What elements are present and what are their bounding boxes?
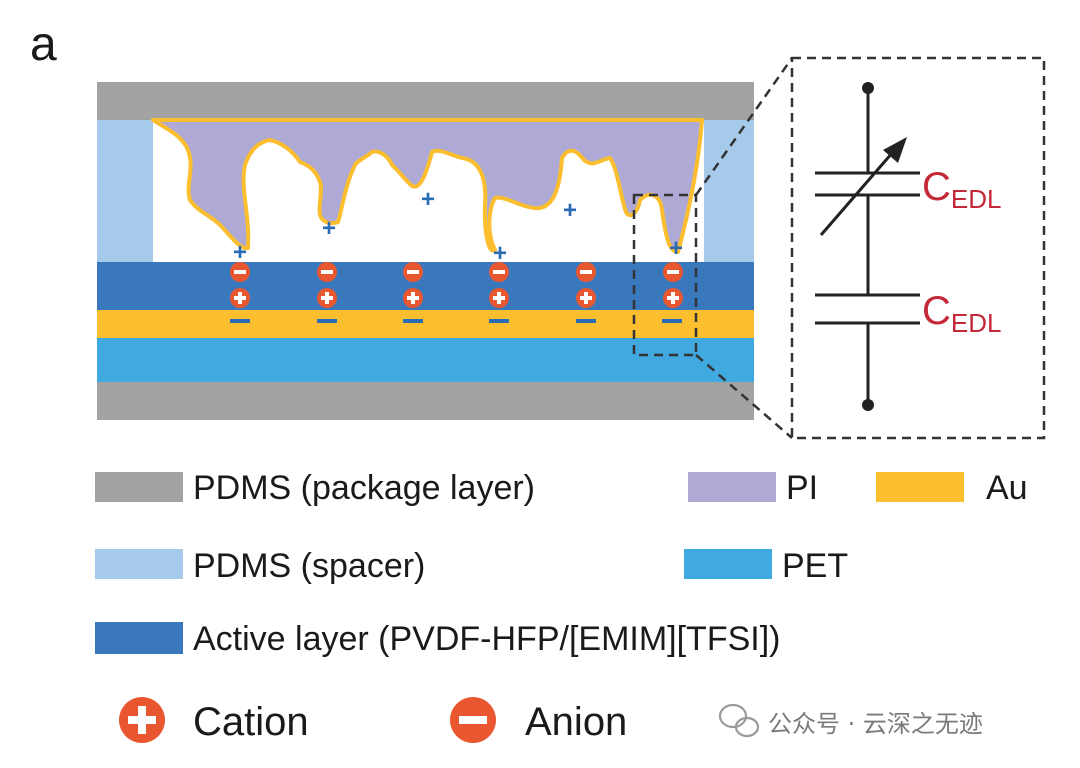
minus-sign (576, 319, 596, 323)
device-cross-section: + + + + + + (97, 82, 754, 420)
svg-text:PET: PET (782, 547, 848, 585)
variable-arrow-icon (883, 137, 907, 163)
plus-sign: + (233, 239, 247, 266)
fixed-capacitor (815, 293, 920, 325)
pdms-package-bottom (97, 382, 754, 420)
swatch (688, 472, 776, 502)
ion-pair (317, 262, 337, 308)
minus-sign (489, 319, 509, 323)
minus-sign (662, 319, 682, 323)
swatch (684, 549, 772, 579)
equivalent-circuit: CEDL CEDL (790, 56, 1046, 440)
pdms-spacer-right (704, 120, 754, 262)
active-layer (97, 262, 754, 310)
plus-sign: + (563, 197, 577, 224)
watermark: 公众号 · 云深之无迹 (718, 703, 983, 738)
legend-item-pdms-spacer: PDMS (spacer) (95, 547, 425, 585)
capacitor-bottom-label: CEDL (922, 289, 1001, 338)
legend-item-active-layer: Active layer (PVDF-HFP/[EMIM][TFSI]) (95, 620, 780, 658)
minus-sign (230, 319, 250, 323)
zoom-selection-box (632, 193, 698, 357)
legend-item-cation: Cation (119, 697, 309, 744)
svg-text:Anion: Anion (525, 700, 627, 744)
legend: PDMS (package layer) PI Au PDMS (spacer)… (95, 469, 1028, 744)
pdms-package-top (97, 82, 754, 120)
swatch (95, 472, 183, 502)
plus-sign: + (322, 215, 336, 242)
minus-sign (317, 319, 337, 323)
wechat-icon (718, 703, 760, 738)
ion-pair (663, 262, 683, 308)
swatch (876, 472, 964, 502)
terminal-bottom (862, 399, 874, 411)
panel-label: a (30, 18, 57, 71)
zoom-connectors (694, 57, 794, 439)
circuit-box (790, 56, 1046, 440)
zoom-line-bottom (695, 354, 793, 439)
svg-text:Cation: Cation (193, 700, 309, 744)
plus-sign: + (421, 186, 435, 213)
legend-item-pdms-package: PDMS (package layer) (95, 469, 535, 507)
swatch (95, 622, 183, 654)
swatch (95, 549, 183, 579)
svg-text:Au: Au (986, 469, 1028, 507)
svg-text:PDMS (spacer): PDMS (spacer) (193, 547, 425, 585)
variable-capacitor (815, 137, 920, 236)
au-bottom-electrode (97, 310, 754, 338)
ion-pair (576, 262, 596, 308)
svg-text:PI: PI (786, 469, 818, 507)
pet-substrate (97, 338, 754, 382)
minus-sign (403, 319, 423, 323)
legend-item-pi: PI (688, 469, 818, 507)
plus-sign: + (493, 240, 507, 267)
ion-pair (489, 262, 509, 308)
pdms-spacer-left (97, 120, 153, 262)
pi-electrode (151, 118, 704, 254)
bottom-negative-charges (230, 319, 682, 323)
induced-charges: + + + + + + (233, 186, 683, 267)
legend-item-pet: PET (684, 547, 848, 585)
ion-pairs (230, 262, 683, 308)
plus-sign: + (669, 235, 683, 262)
svg-text:公众号 · 云深之无迹: 公众号 · 云深之无迹 (768, 710, 983, 738)
svg-text:PDMS (package layer): PDMS (package layer) (193, 469, 535, 507)
legend-item-anion: Anion (450, 697, 627, 744)
svg-text:Active layer (PVDF-HFP/[EMIM][: Active layer (PVDF-HFP/[EMIM][TFSI]) (193, 620, 780, 658)
ion-pair (403, 262, 423, 308)
zoom-line-top (694, 57, 794, 196)
ion-pair (230, 262, 250, 308)
capacitor-top-label: CEDL (922, 165, 1001, 214)
legend-item-au: Au (876, 469, 1028, 507)
terminal-top (862, 82, 874, 94)
